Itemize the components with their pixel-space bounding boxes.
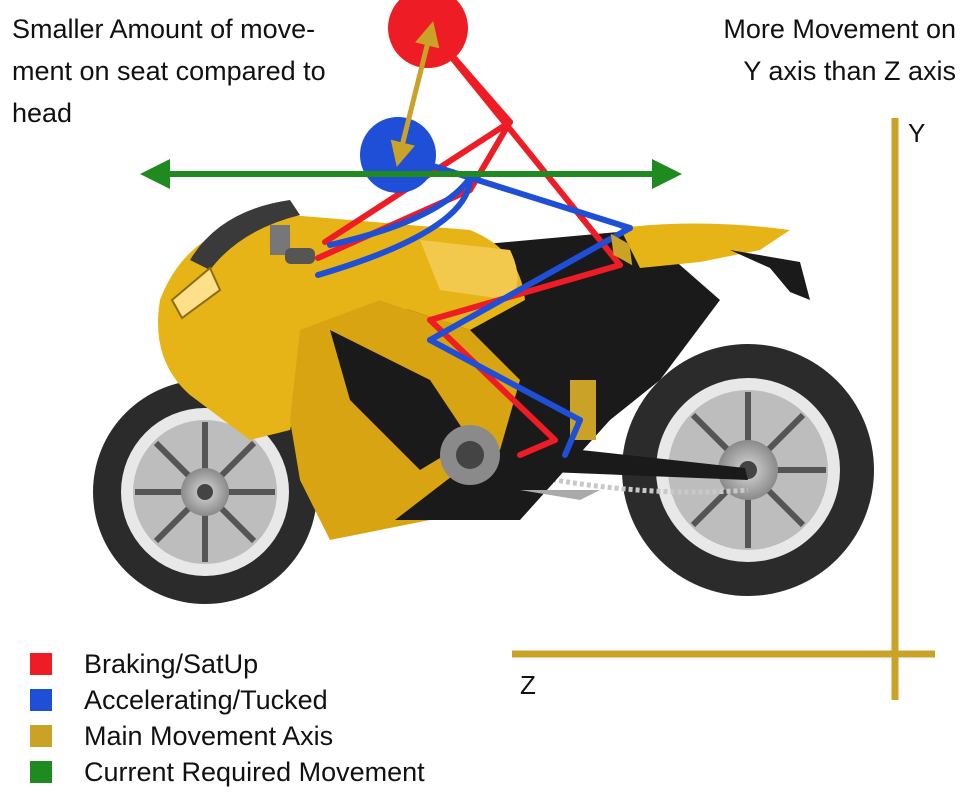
z-axis-label: Z [520, 670, 536, 700]
y-axis-label: Y [908, 118, 926, 148]
legend-swatch [30, 725, 52, 747]
seat-vs-head-note: Smaller Amount of move- ment on seat com… [12, 14, 326, 128]
legend-swatch [30, 689, 52, 711]
legend-swatch [30, 653, 52, 675]
front-wheel [93, 380, 317, 604]
motorcycle-illustration [93, 200, 874, 604]
legend-label: Current Required Movement [84, 756, 425, 787]
legend-label: Accelerating/Tucked [84, 684, 328, 715]
legend-label: Main Movement Axis [84, 720, 334, 751]
legend-item-accelerating: Accelerating/Tucked [30, 682, 425, 718]
legend-label: Braking/SatUp [84, 648, 259, 679]
legend-swatch [30, 761, 52, 783]
double-arrow-vertical [390, 21, 633, 266]
legend: Braking/SatUp Accelerating/Tucked Main M… [30, 646, 425, 790]
legend-item-braking: Braking/SatUp [30, 646, 425, 682]
legend-item-required-movement: Current Required Movement [30, 754, 425, 790]
axis-comparison-note: More Movement on Y axis than Z axis [723, 14, 956, 86]
legend-item-main-axis: Main Movement Axis [30, 718, 425, 754]
rear-wheel [622, 344, 874, 596]
